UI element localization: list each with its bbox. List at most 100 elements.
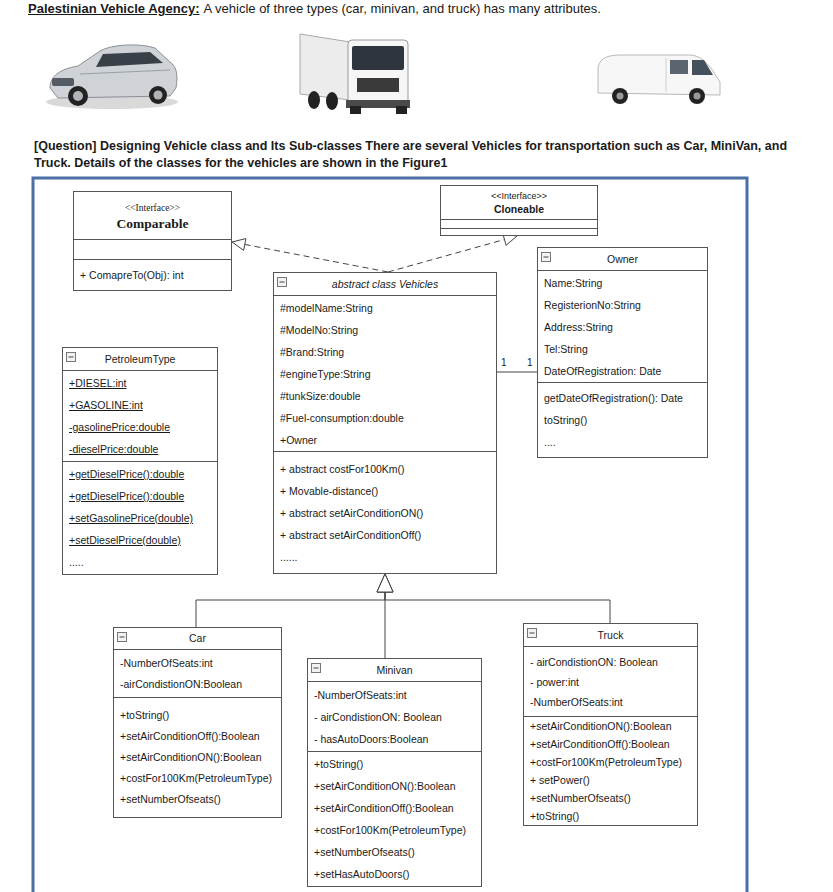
- truck-wheel: [326, 92, 338, 110]
- interface-box: <<Interface>>Comparable + ComapreTo(Obj):…: [73, 191, 232, 291]
- compartment: +setAirConditionON():Boolean+setAirCondi…: [524, 716, 697, 825]
- collapse-icon: [117, 632, 127, 642]
- member-text: + abstract setAirConditionON(): [280, 502, 423, 524]
- compartment: #modelName:String#ModelNo:String#Brand:S…: [274, 295, 496, 451]
- compartment: +DIESEL:int+GASOLINE:int-gasolinePrice:d…: [63, 370, 217, 461]
- arrow-head: [377, 574, 393, 592]
- member-text: ....: [544, 431, 556, 453]
- connector-line: [497, 372, 537, 373]
- compartment: [441, 228, 597, 235]
- truck-illustration: [300, 34, 410, 114]
- member-text: #modelName:String: [280, 297, 373, 319]
- multiplicity-label: 1: [527, 357, 533, 369]
- member-text: Name:String: [544, 272, 602, 294]
- member-text: +setAirConditionON():Boolean: [120, 747, 262, 768]
- collapse-icon: [277, 277, 287, 287]
- collapse-icon: [66, 352, 76, 362]
- member-text: +costFor100Km(PetroleumType): [120, 768, 272, 789]
- figure-frame: [33, 178, 747, 892]
- connector: [196, 574, 393, 627]
- connector-line: [388, 239, 504, 272]
- compartment: -NumberOfSeats:int- airCondistionON: Boo…: [308, 681, 481, 751]
- collapse-icon: [311, 663, 321, 673]
- class-name: PetroleumType: [105, 348, 176, 370]
- compartment: getDateOfRegistration(): DatetoString().…: [538, 382, 707, 457]
- compartment: abstract class Vehicles: [274, 273, 496, 295]
- page-title: Palestinian Vehicle Agency:: [28, 1, 199, 16]
- member-text: #ModelNo:String: [280, 319, 358, 341]
- compartment: + ComapreTo(Obj): int: [74, 259, 231, 290]
- car-wheel: [68, 86, 88, 106]
- compartment: Truck: [524, 624, 697, 646]
- member-text: +GASOLINE:int: [69, 394, 143, 416]
- member-text: .....: [69, 551, 84, 573]
- member-text: +Owner: [280, 429, 317, 451]
- connector-line: [196, 592, 385, 627]
- member-text: + ComapreTo(Obj): int: [80, 265, 184, 286]
- class-name: Minivan: [376, 659, 412, 681]
- member-text: + abstract setAirConditionOff(): [280, 524, 421, 546]
- class-name: <<Interface>>: [125, 201, 180, 216]
- member-text: +setGasolinePrice(double): [69, 507, 193, 529]
- van-wheel: [689, 88, 705, 104]
- member-text: -gasolinePrice:double: [69, 416, 170, 438]
- truck-wheel: [350, 106, 361, 114]
- class-name: Car: [189, 628, 206, 649]
- compartment: [74, 239, 231, 259]
- compartment: +toString()+setAirConditionOff():Boolean…: [114, 697, 281, 817]
- class-name: Cloneable: [494, 203, 544, 216]
- collapse-icon: [527, 628, 537, 638]
- van-window: [692, 60, 713, 75]
- member-text: + setPower(): [530, 771, 590, 789]
- class-name: Truck: [598, 626, 624, 644]
- member-text: +toString(): [314, 753, 363, 775]
- class-name: Comparable: [117, 216, 189, 231]
- truck-windshield: [352, 46, 404, 70]
- connector: [497, 372, 537, 373]
- question-text: [Question] Designing Vehicle class and I…: [34, 138, 824, 172]
- connector-line: [385, 592, 386, 658]
- member-text: +setNumberOfseats(): [120, 789, 221, 810]
- member-text: -NumberOfSeats:int: [314, 684, 407, 706]
- member-text: +setAirConditionOff():Boolean: [120, 726, 260, 747]
- member-text: toString(): [544, 409, 587, 431]
- compartment: Minivan: [308, 659, 481, 681]
- member-text: +setAirConditionON():Boolean: [530, 717, 672, 735]
- member-text: +setAirConditionOff():Boolean: [314, 797, 454, 819]
- member-text: +setAirConditionON():Boolean: [314, 775, 456, 797]
- car-grille: [52, 78, 74, 86]
- collapse-icon: [541, 252, 551, 262]
- member-text: -NumberOfSeats:int: [530, 692, 623, 712]
- member-text: +getDieselPrice():double: [69, 463, 184, 485]
- member-text: + abstract costFor100Km(): [280, 458, 405, 480]
- member-text: -NumberOfSeats:int: [120, 653, 213, 674]
- compartment: Car: [114, 628, 281, 649]
- member-text: - airCondistionON: Boolean: [314, 706, 442, 728]
- car-rim: [73, 91, 83, 101]
- class-box: OwnerName:StringRegisterionNo:StringAddr…: [537, 247, 708, 458]
- member-text: Address:String: [544, 316, 613, 338]
- member-text: #tunkSize:double: [280, 385, 361, 407]
- member-text: ......: [280, 546, 298, 568]
- compartment: +getDieselPrice():double+getDieselPrice(…: [63, 461, 217, 574]
- member-text: +setAirConditionOff():Boolean: [530, 735, 670, 753]
- class-name: <<Interface>>: [491, 190, 547, 203]
- compartment: <<Interface>>Comparable: [74, 192, 231, 239]
- truck-cab: [348, 40, 408, 104]
- compartment: PetroleumType: [63, 348, 217, 370]
- member-text: + Movable-distance(): [280, 480, 378, 502]
- class-name: abstract class Vehicles: [332, 273, 438, 295]
- compartment: [441, 219, 597, 228]
- member-text: #Brand:String: [280, 341, 344, 363]
- compartment: Owner: [538, 248, 707, 270]
- van-illustration: [598, 55, 720, 104]
- member-text: +toString(): [530, 807, 579, 825]
- class-box: Truck- airCondistionON: Boolean- power:i…: [523, 623, 698, 826]
- member-text: +DIESEL:int: [69, 372, 127, 394]
- van-window: [670, 60, 688, 74]
- car-illustration: [46, 45, 178, 109]
- truck-wheel: [396, 106, 407, 114]
- member-text: RegisterionNo:String: [544, 294, 641, 316]
- member-text: +costFor100Km(PetroleumType): [530, 753, 682, 771]
